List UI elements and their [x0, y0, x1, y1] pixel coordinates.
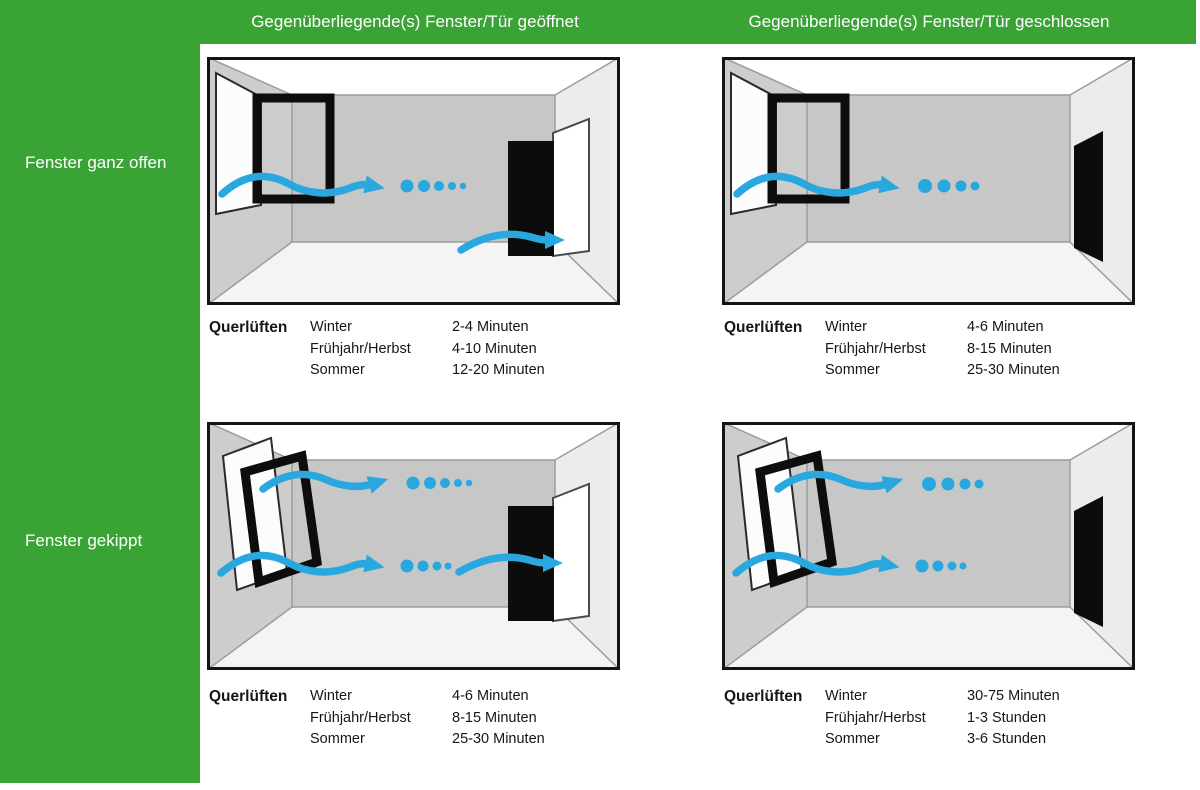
duration-value: 2-4 Minuten — [452, 319, 529, 335]
airflow-arrow — [733, 172, 900, 198]
duration-value: 1-3 Stunden — [967, 709, 1047, 726]
season-label: Frühjahr/Herbst — [310, 709, 411, 726]
airflow-arrow-lower — [732, 551, 900, 577]
ventilation-type-label: Querlüften — [209, 688, 288, 705]
season-column: Winter Frühjahr/Herbst Sommer — [825, 317, 967, 382]
ventilation-type-label: Querlüften — [724, 688, 803, 705]
season-label: Frühjahr/Herbst — [825, 709, 926, 726]
ventilation-type-label: Querlüften — [209, 319, 288, 336]
season-label: Frühjahr/Herbst — [310, 340, 411, 357]
duration-value: 3-6 Stunden — [967, 731, 1047, 747]
duration-value: 4-6 Minuten — [967, 319, 1044, 335]
duration-value: 4-6 Minuten — [452, 688, 529, 704]
airflow-arrow — [218, 172, 385, 198]
duration-value: 25-30 Minuten — [452, 731, 545, 747]
closed-door-icon — [1074, 131, 1103, 262]
duration-column: 2-4 Minuten 4-10 Minuten 12-20 Minuten — [452, 317, 612, 382]
duration-column: 4-6 Minuten 8-15 Minuten 25-30 Minuten — [967, 317, 1127, 382]
duration-column: 4-6 Minuten 8-15 Minuten 25-30 Minuten — [452, 686, 612, 751]
column-header-door-closed: Gegenüberliegende(s) Fenster/Tür geschlo… — [748, 12, 1110, 31]
duration-value: 8-15 Minuten — [452, 709, 537, 726]
row-header-window-tilted: Fenster gekippt — [25, 531, 143, 550]
season-label: Winter — [825, 319, 867, 335]
season-label: Winter — [825, 688, 867, 704]
airflow-exit-arrow — [457, 230, 565, 254]
room-illustration-window-tilted-door-closed — [722, 422, 1135, 670]
season-column: Winter Frühjahr/Herbst Sommer — [825, 686, 967, 751]
airflow-arrow-lower — [217, 551, 385, 577]
ventilation-type-label: Querlüften — [724, 319, 803, 336]
season-column: Winter Frühjahr/Herbst Sommer — [310, 686, 452, 751]
season-label: Frühjahr/Herbst — [825, 340, 926, 357]
room-illustration-window-open-door-closed — [722, 57, 1135, 305]
airflow-exit-arrow — [455, 553, 563, 576]
column-header-door-open: Gegenüberliegende(s) Fenster/Tür geöffne… — [251, 12, 579, 31]
season-label: Winter — [310, 319, 352, 335]
ventilation-table: Querlüften Winter Frühjahr/Herbst Sommer… — [209, 686, 612, 751]
duration-column: 30-75 Minuten 1-3 Stunden 3-6 Stunden — [967, 686, 1127, 751]
row-header-window-fully-open: Fenster ganz offen — [25, 153, 167, 172]
room-illustration-window-open-door-open — [207, 57, 620, 305]
ventilation-table: Querlüften Winter Frühjahr/Herbst Sommer… — [724, 317, 1127, 382]
airflow-arrow-upper — [259, 470, 389, 494]
duration-value: 8-15 Minuten — [967, 340, 1052, 357]
sidebar-band — [0, 0, 200, 783]
season-label: Winter — [310, 688, 352, 704]
duration-value: 4-10 Minuten — [452, 340, 537, 357]
season-label: Sommer — [310, 362, 365, 378]
duration-value: 12-20 Minuten — [452, 362, 545, 378]
ventilation-table: Querlüften Winter Frühjahr/Herbst Sommer… — [209, 317, 612, 382]
closed-door-icon — [1074, 496, 1103, 627]
duration-value: 30-75 Minuten — [967, 688, 1060, 704]
room-illustration-window-tilted-door-open — [207, 422, 620, 670]
season-label: Sommer — [825, 731, 880, 747]
season-column: Winter Frühjahr/Herbst Sommer — [310, 317, 452, 382]
duration-value: 25-30 Minuten — [967, 362, 1060, 378]
season-label: Sommer — [825, 362, 880, 378]
season-label: Sommer — [310, 731, 365, 747]
airflow-arrow-upper — [774, 470, 904, 494]
ventilation-table: Querlüften Winter Frühjahr/Herbst Sommer… — [724, 686, 1127, 751]
